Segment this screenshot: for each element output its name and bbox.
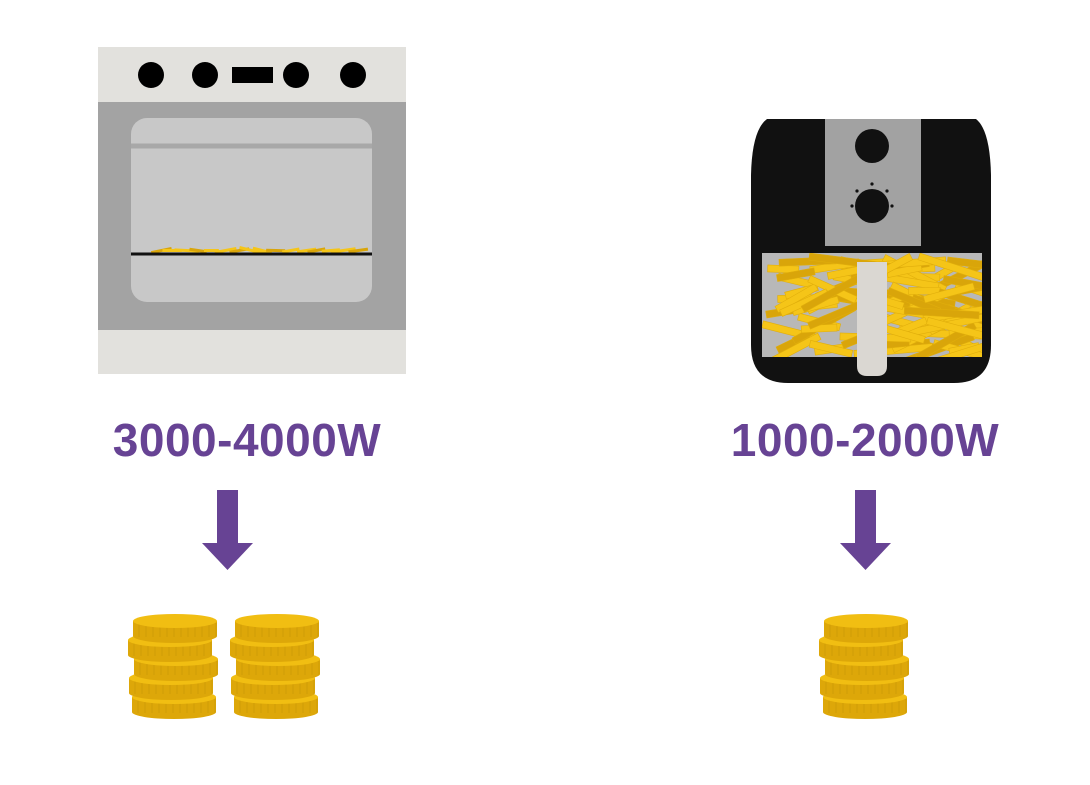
oven-window	[131, 118, 372, 302]
oven-coin-stacks	[128, 614, 320, 719]
fry	[296, 247, 317, 254]
oven-arrow-icon	[202, 490, 253, 570]
oven-wattage-label: 3000-4000W	[112, 414, 382, 466]
oven-fries	[150, 245, 369, 256]
fry	[330, 247, 356, 254]
coin-stack-icon	[230, 614, 320, 719]
air-fryer-dial-ticks	[850, 182, 894, 208]
fry	[776, 267, 816, 282]
fry	[348, 247, 369, 254]
fry	[808, 340, 854, 357]
fry	[307, 247, 326, 254]
oven-display	[232, 67, 273, 83]
coin-stack-icon	[819, 614, 909, 719]
fry	[903, 306, 980, 320]
fry	[765, 332, 822, 357]
air-fryer-handle	[857, 262, 887, 376]
oven-knob	[283, 62, 309, 88]
coin-stack-icon	[128, 614, 218, 719]
air-fryer-fries	[762, 253, 982, 357]
fry	[281, 247, 300, 254]
fry	[266, 248, 286, 253]
fry	[150, 246, 172, 255]
oven-knob	[138, 62, 164, 88]
air-fryer-coin-stacks	[819, 614, 909, 719]
fry	[930, 337, 982, 357]
air-fryer-wattage-label: 1000-2000W	[730, 414, 1000, 466]
air-fryer-arrow-icon	[840, 490, 891, 570]
air-fryer-knob	[855, 129, 889, 163]
air-fryer-dial	[855, 189, 889, 223]
fry	[917, 253, 982, 286]
air-fryer-icon	[751, 119, 991, 383]
fry	[774, 283, 819, 313]
fry	[946, 256, 982, 270]
fry	[922, 282, 976, 304]
fry	[189, 247, 207, 254]
oven-knob	[340, 62, 366, 88]
fry	[214, 247, 237, 254]
fry	[252, 246, 273, 255]
oven-drawer	[98, 330, 406, 374]
fry	[926, 317, 982, 344]
oven-icon	[98, 47, 406, 374]
oven-knob	[192, 62, 218, 88]
